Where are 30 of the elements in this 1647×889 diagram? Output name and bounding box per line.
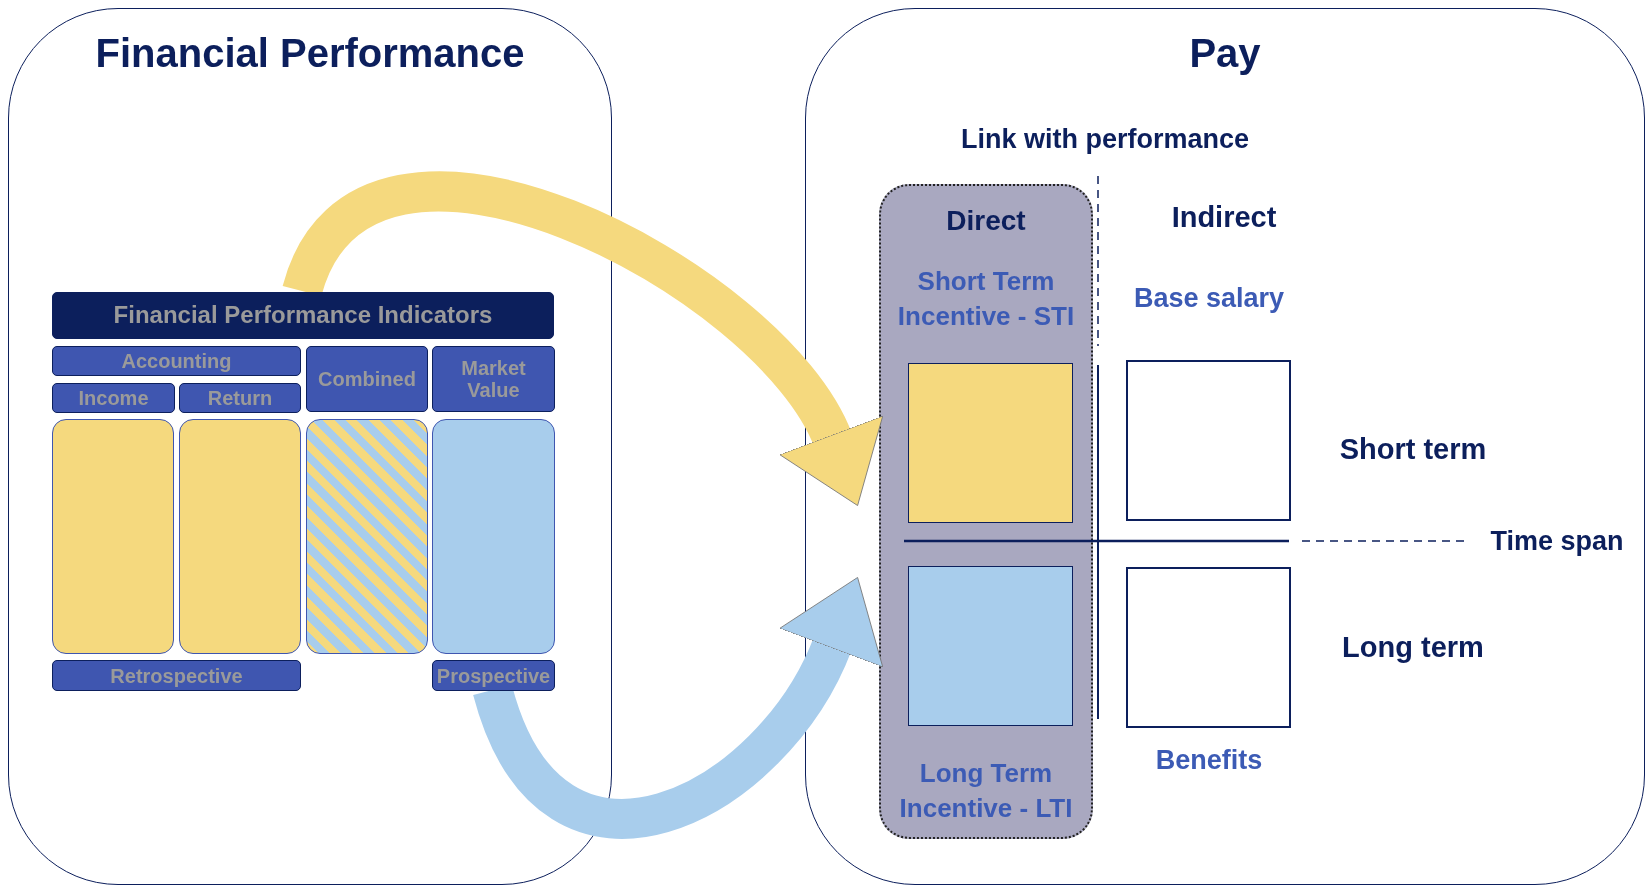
rounded-panel [805,8,1645,885]
box-heading: Benefits [1154,745,1264,776]
indicator-column [432,419,555,654]
incentive-box [908,566,1073,726]
axis-label: Time span [1490,526,1624,557]
box-heading: Base salary [1132,283,1286,314]
column-heading: Indirect [1171,201,1277,234]
row-label: Long term [1342,631,1484,664]
category-tab: Retrospective [52,660,301,691]
curved-arrow [283,171,880,503]
incentive-label: Short Term Incentive - STI [896,265,1076,334]
panel-title: Pay [1188,31,1262,76]
direct-pay-panel [879,184,1093,839]
rounded-panel [8,8,612,885]
incentive-box [908,363,1073,523]
row-label: Short term [1339,433,1487,466]
link-heading: Link with performance [960,124,1250,155]
category-tab: Accounting [52,346,301,376]
indicator-column [52,419,174,654]
column-heading: Direct [945,204,1027,238]
header-bar: Financial Performance Indicators [52,292,554,339]
indicator-column [179,419,301,654]
category-tab: Prospective [432,660,555,691]
category-tab: Combined [306,346,428,412]
category-tab: Return [179,383,301,413]
panel-title: Financial Performance [94,31,526,76]
incentive-label: Long Term Incentive - LTI [898,757,1074,826]
indicator-column [306,419,428,654]
category-tab: Income [52,383,175,413]
category-tab: Market Value [432,346,555,412]
